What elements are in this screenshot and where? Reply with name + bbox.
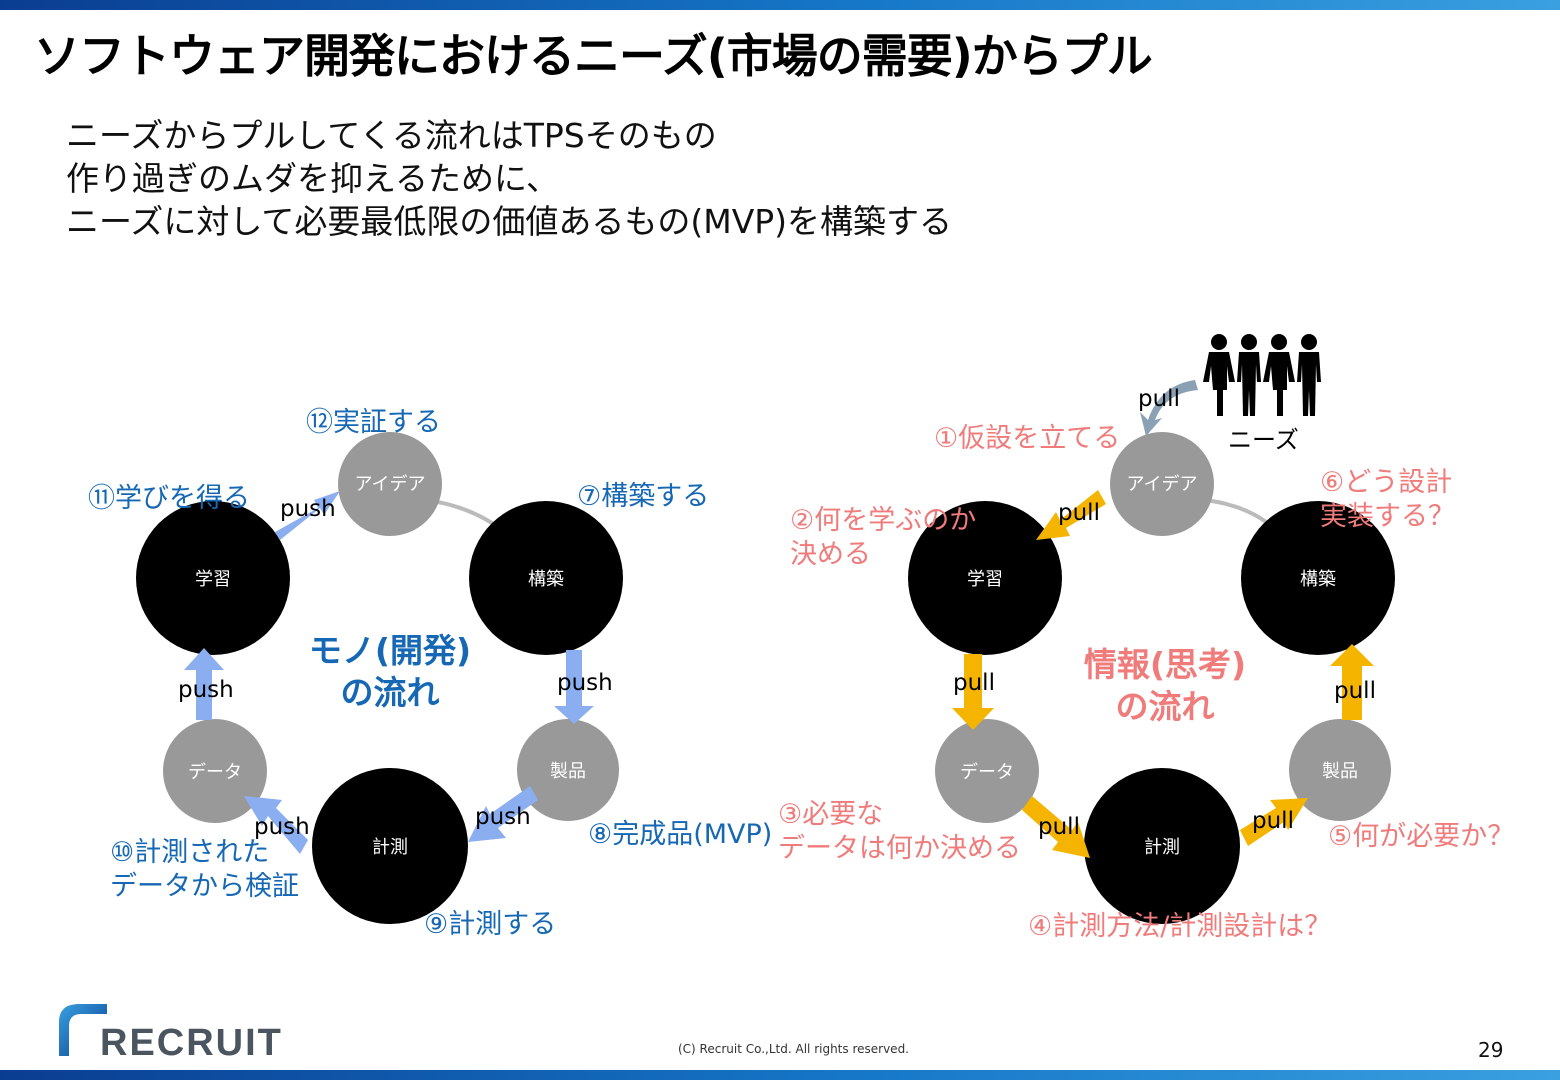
push-label: push — [178, 677, 234, 703]
left-center-line: モノ(開発) — [308, 631, 472, 670]
step-5-label: ⑤何が必要か？ — [1328, 821, 1515, 852]
left-push-arrow — [184, 648, 224, 720]
right-pull-arrow — [1036, 490, 1106, 540]
push-label: push — [280, 496, 336, 522]
step-2-label-line1: ②何を学ぶのか — [790, 505, 977, 536]
bottom-accent-bar — [0, 1070, 1560, 1080]
step-3-label-line1: ③必要な — [778, 799, 884, 830]
step-12-label: ⑫実証する — [306, 407, 441, 438]
bullet-line: 作り過ぎのムダを抑えるために、 — [66, 159, 560, 198]
left-node-idea — [338, 432, 442, 536]
pull-label: pull — [1058, 500, 1100, 526]
right-node-idea-label: アイデア — [1126, 474, 1197, 495]
bullet-line: ニーズからプルしてくる流れはTPSそのもの — [66, 116, 717, 155]
recruit-logo-mark — [59, 1004, 107, 1056]
right-center-line: 情報(思考) — [1083, 645, 1247, 684]
left-node-product — [517, 719, 619, 821]
pull-label: pull — [1334, 678, 1376, 704]
right-pull-arrow — [1330, 644, 1374, 720]
right-node-product-label: 製品 — [1322, 761, 1358, 782]
step-10-label-line2: データから検証 — [110, 871, 299, 902]
step-6-label-line2: 実装する？ — [1320, 501, 1455, 532]
left-node-measure-label: 計測 — [372, 837, 408, 858]
left-push-arrow — [468, 786, 538, 842]
push-label: push — [475, 804, 531, 830]
needs-label: ニーズ — [1228, 426, 1299, 454]
right-pull-arrow — [1240, 798, 1308, 846]
left-push-arrow — [275, 491, 340, 540]
bullet-list: ニーズからプルしてくる流れはTPSそのもの 作り過ぎのムダを抑えるために、 ニー… — [66, 114, 952, 243]
right-center-title: 情報(思考) の流れ — [1070, 644, 1260, 728]
right-node-learn-label: 学習 — [967, 569, 1003, 590]
left-node-learn-label: 学習 — [195, 569, 231, 590]
right-node-measure-label: 計測 — [1144, 837, 1180, 858]
right-node-data-label: データ — [960, 762, 1014, 783]
top-accent-bar — [0, 0, 1560, 10]
left-node-learn — [136, 501, 290, 655]
step-1-label: ①仮設を立てる — [934, 423, 1121, 454]
right-node-build — [1241, 501, 1395, 655]
left-node-build-label: 構築 — [528, 569, 564, 590]
left-push-arrow — [244, 796, 308, 854]
left-push-arrow — [554, 650, 594, 724]
right-pull-arrow — [952, 654, 994, 730]
right-node-product — [1289, 719, 1391, 821]
left-center-title: モノ(開発) の流れ — [300, 630, 480, 714]
right-center-line: の流れ — [1115, 687, 1215, 726]
step-10-label-line1: ⑩計測された — [110, 837, 270, 868]
right-pull-arrow — [1022, 796, 1090, 858]
right-node-build-label: 構築 — [1300, 569, 1336, 590]
push-label: push — [557, 670, 613, 696]
right-node-idea — [1110, 432, 1214, 536]
right-node-learn — [908, 501, 1062, 655]
pull-label: pull — [1138, 386, 1180, 412]
left-node-data — [163, 719, 267, 823]
pull-label: pull — [953, 670, 995, 696]
step-3-label-line2: データは何か決める — [778, 833, 1021, 864]
left-node-build — [469, 501, 623, 655]
right-node-measure — [1084, 768, 1240, 924]
step-4-label: ④計測方法/計測設計は？ — [1028, 911, 1332, 942]
left-node-idea-label: アイデア — [354, 474, 425, 495]
right-connector-idea-build — [1204, 498, 1272, 527]
bullet-line: ニーズに対して必要最低限の価値あるもの(MVP)を構築する — [66, 202, 953, 241]
left-center-line: の流れ — [340, 673, 440, 712]
needs-pull-curve-arrow — [1140, 380, 1198, 436]
pull-label: pull — [1252, 808, 1294, 834]
step-8-label: ⑧完成品(MVP) — [588, 819, 773, 850]
left-node-product-label: 製品 — [550, 761, 586, 782]
step-7-label: ⑦構築する — [577, 481, 710, 512]
step-9-label: ⑨計測する — [424, 909, 557, 940]
push-label: push — [254, 814, 310, 840]
step-2-label-line2: 決める — [790, 539, 871, 570]
pull-label: pull — [1038, 814, 1080, 840]
left-node-measure — [312, 768, 468, 924]
page-number: 29 — [1478, 1038, 1504, 1062]
slide-title: ソフトウェア開発におけるニーズ(市場の需要)からプル — [34, 29, 1153, 83]
left-node-data-label: データ — [188, 762, 242, 783]
right-node-data — [935, 719, 1039, 823]
people-icon — [1203, 334, 1321, 416]
step-11-label: ⑪学びを得る — [88, 483, 250, 514]
recruit-logo-text: RECRUIT — [100, 1022, 283, 1064]
step-6-label-line1: ⑥どう設計 — [1320, 467, 1453, 498]
copyright-text: (C) Recruit Co.,Ltd. All rights reserved… — [678, 1042, 909, 1056]
